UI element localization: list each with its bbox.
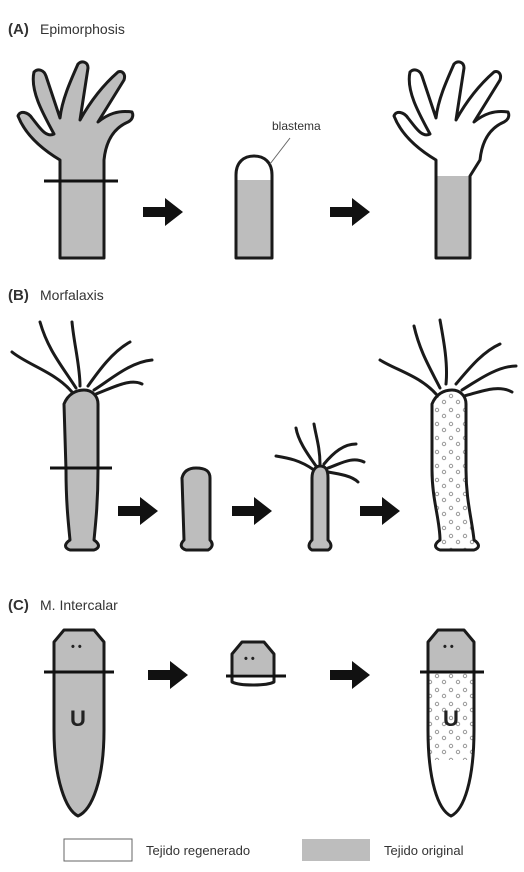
planarian-eyes: • • <box>443 641 454 653</box>
pharynx-glyph: U <box>70 706 86 731</box>
panel-c-letter: (C) <box>8 597 29 614</box>
panel-c-header: (C) M. Intercalar <box>8 597 118 614</box>
panel-c-planarian-original: • • U <box>44 630 114 816</box>
panel-c-planarian-regenerated: • • U <box>420 630 484 816</box>
arrow-c2 <box>330 661 370 689</box>
panel-a-title: Epimorphosis <box>40 21 125 37</box>
arrow-b3 <box>360 497 400 525</box>
panel-c-head-fragment: • • <box>226 642 286 685</box>
blastema-label: blastema <box>272 119 321 133</box>
planarian-eyes: • • <box>244 653 255 665</box>
panel-b-header: (B) Morfalaxis <box>8 287 104 304</box>
arrow-b1 <box>118 497 158 525</box>
panel-b-title: Morfalaxis <box>40 287 104 303</box>
panel-a-stump: blastema <box>236 119 321 258</box>
panel-a-header: (A) Epimorphosis <box>8 21 125 38</box>
legend-swatch-regenerated <box>64 839 132 861</box>
arrow-a1 <box>143 198 183 226</box>
panel-a-hand-original <box>18 62 133 258</box>
legend-label-regenerated: Tejido regenerado <box>146 843 250 858</box>
panel-a-letter: (A) <box>8 21 29 38</box>
planarian-eyes: • • <box>71 641 82 653</box>
arrow-b2 <box>232 497 272 525</box>
blastema-pointer <box>270 138 290 164</box>
panel-b-hydra-small <box>276 424 364 550</box>
arrow-a2 <box>330 198 370 226</box>
panel-a-hand-regenerated <box>394 62 509 258</box>
legend-swatch-original <box>302 839 370 861</box>
panel-b-fragment <box>181 468 212 550</box>
legend-label-original: Tejido original <box>384 843 464 858</box>
panel-c-title: M. Intercalar <box>40 597 118 613</box>
arrow-c1 <box>148 661 188 689</box>
panel-b-letter: (B) <box>8 287 29 304</box>
legend: Tejido regenerado Tejido original <box>64 839 464 861</box>
pharynx-glyph: U <box>443 706 459 731</box>
panel-b-hydra-regenerated <box>380 320 516 550</box>
